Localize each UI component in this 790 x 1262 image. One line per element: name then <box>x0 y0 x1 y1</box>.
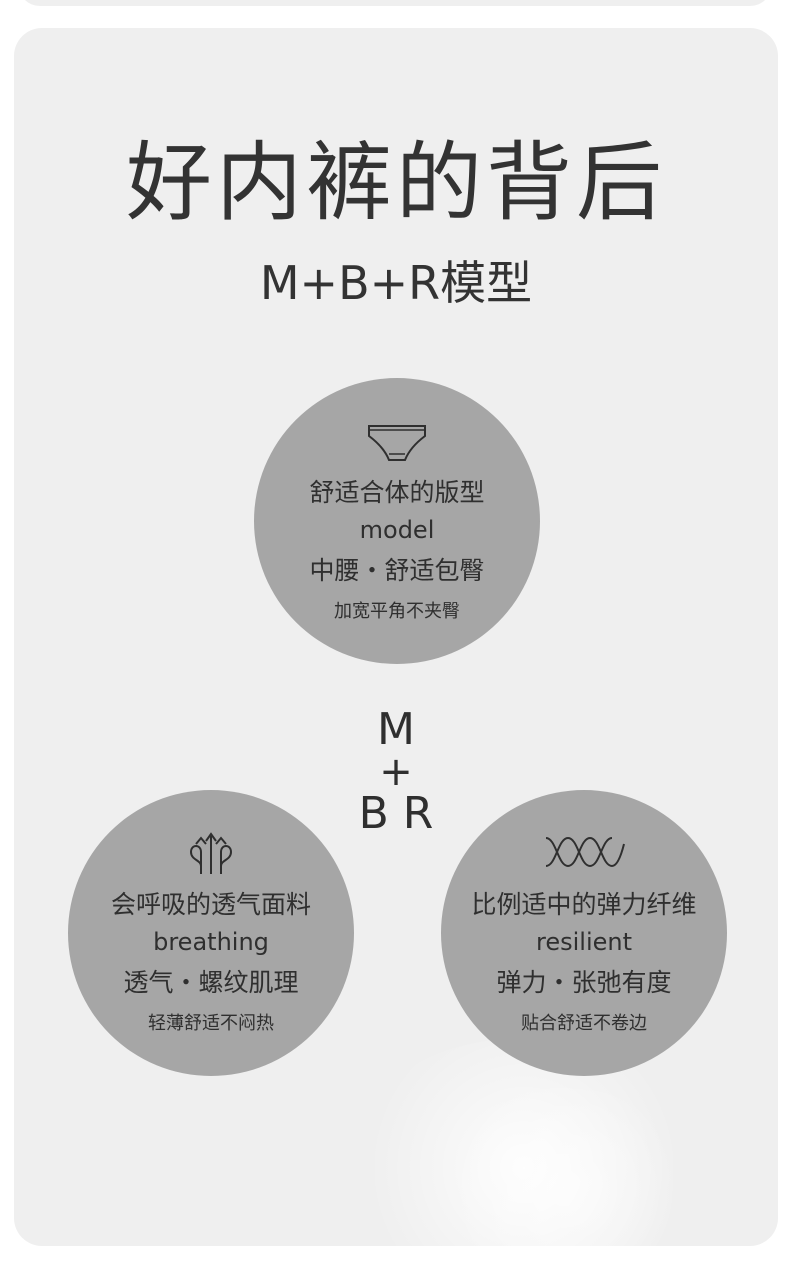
resilient-cn-title: 比例适中的弹力纤维 <box>471 890 697 919</box>
center-plus: + <box>379 749 413 795</box>
resilient-en-title: resilient <box>536 928 632 956</box>
resilient-features: 弹力・张弛有度 <box>496 968 672 997</box>
resilient-note: 贴合舒适不卷边 <box>521 1013 647 1034</box>
model-en-title: model <box>359 516 435 544</box>
mbr-model-panel: 好内裤的背后 M+B+R模型 舒适合体的版型 model 中腰・舒适包臀 加宽平… <box>14 28 778 1246</box>
breathing-note: 轻薄舒适不闷热 <box>148 1013 274 1034</box>
center-br: B R <box>358 788 434 839</box>
model-circle: 舒适合体的版型 model 中腰・舒适包臀 加宽平角不夹臀 <box>254 378 540 664</box>
briefs-icon <box>368 425 426 461</box>
breathing-cn-title: 会呼吸的透气面料 <box>110 890 311 919</box>
model-cn-title: 舒适合体的版型 <box>309 478 485 507</box>
previous-section-edge <box>18 0 772 6</box>
model-note: 加宽平角不夹臀 <box>334 601 460 622</box>
center-m: M <box>377 704 415 755</box>
page-subtitle: M+B+R模型 <box>259 256 533 310</box>
breathing-features: 透气・螺纹肌理 <box>123 968 299 997</box>
breathing-en-title: breathing <box>153 928 269 956</box>
page-title: 好内裤的背后 <box>126 133 666 233</box>
breathing-circle: 会呼吸的透气面料 breathing 透气・螺纹肌理 轻薄舒适不闷热 <box>68 790 354 1076</box>
resilient-circle: 比例适中的弹力纤维 resilient 弹力・张弛有度 贴合舒适不卷边 <box>441 790 727 1076</box>
elastic-wave-icon <box>545 836 625 868</box>
model-features: 中腰・舒适包臀 <box>309 556 485 585</box>
fabric-background-texture-2 <box>434 1088 694 1246</box>
breathing-arrows-icon <box>189 832 233 874</box>
